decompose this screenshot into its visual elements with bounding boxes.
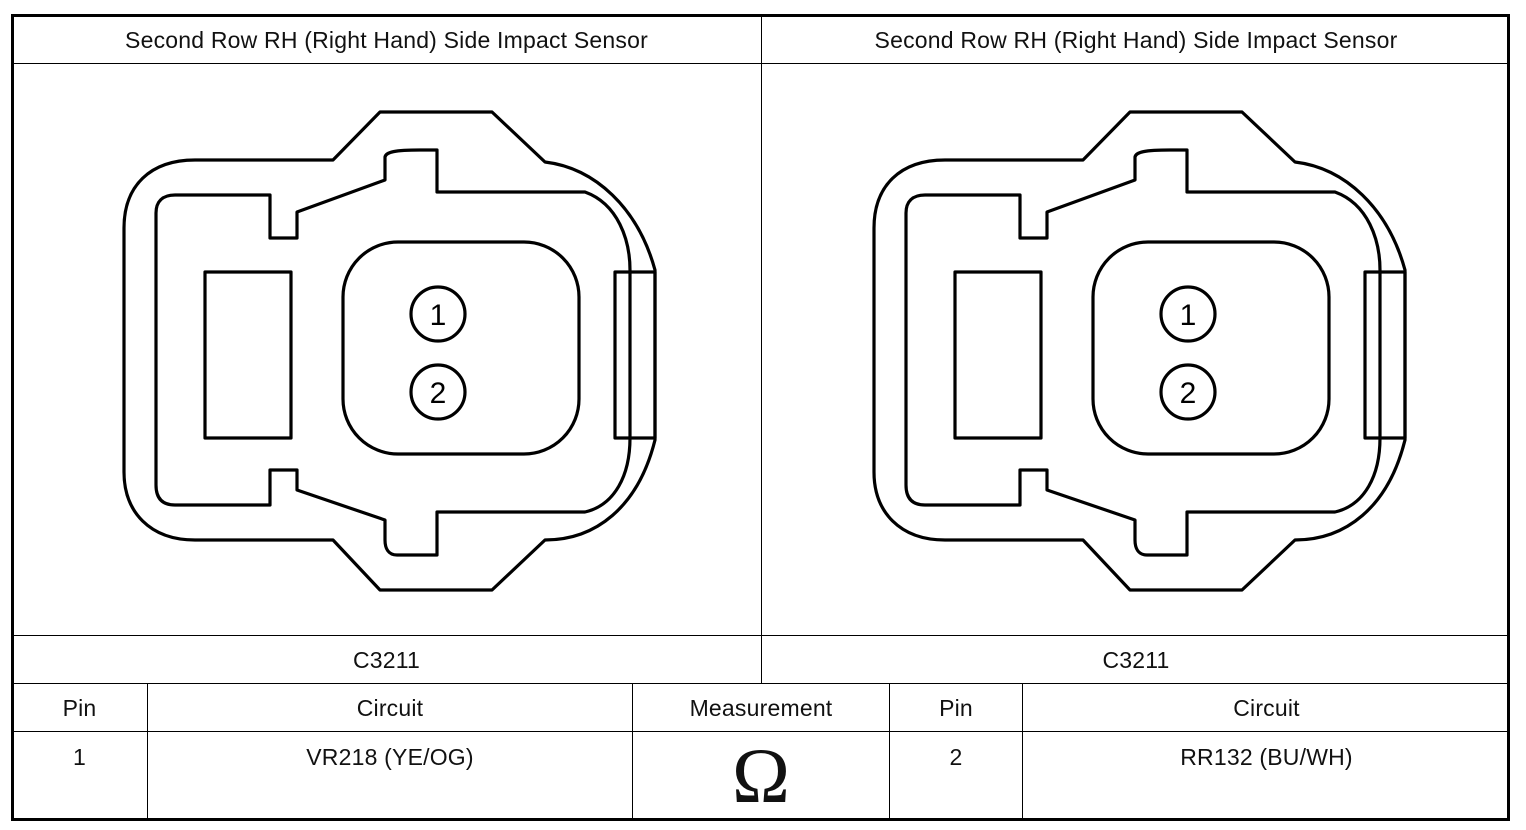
cell-pin-b: 2 <box>949 743 963 770</box>
header-pin-a: Pin <box>62 694 97 721</box>
divider-panels <box>761 15 762 684</box>
panel-title-left: Second Row RH (Right Hand) Side Impact S… <box>125 26 648 53</box>
pin-1-label: 1 <box>1180 299 1197 332</box>
ohm-icon: Ω <box>732 732 790 819</box>
pin-1: 1 <box>409 285 467 343</box>
divider-col-2 <box>632 684 633 819</box>
cell-circuit-a: VR218 (YE/OG) <box>306 743 474 770</box>
pin-2-label: 2 <box>430 377 447 410</box>
connector-outline <box>122 110 657 592</box>
connector-id-left: C3211 <box>352 646 421 673</box>
divider-col-1 <box>147 684 148 819</box>
cell-circuit-b: RR132 (BU/WH) <box>1180 743 1353 770</box>
header-circuit-a: Circuit <box>356 694 424 721</box>
header-pin-b: Pin <box>939 694 973 721</box>
divider-header-bottom <box>12 731 1510 732</box>
connector-face-left: 1 2 <box>122 110 657 592</box>
header-circuit-b: Circuit <box>1233 694 1300 721</box>
pin-1-label: 1 <box>430 299 447 332</box>
divider-col-4 <box>1022 684 1023 819</box>
pin-1: 1 <box>1159 285 1217 343</box>
pin-2-label: 2 <box>1180 377 1197 410</box>
diagram-frame <box>11 14 1510 821</box>
cell-pin-a: 1 <box>73 743 86 770</box>
panel-title-right: Second Row RH (Right Hand) Side Impact S… <box>874 26 1398 53</box>
pin-2: 2 <box>409 363 467 421</box>
connector-outline <box>872 110 1407 592</box>
connector-face-right: 1 2 <box>872 110 1407 592</box>
connector-id-right: C3211 <box>1102 646 1170 673</box>
divider-col-3 <box>889 684 890 819</box>
header-measurement: Measurement <box>689 694 833 721</box>
pin-2: 2 <box>1159 363 1217 421</box>
